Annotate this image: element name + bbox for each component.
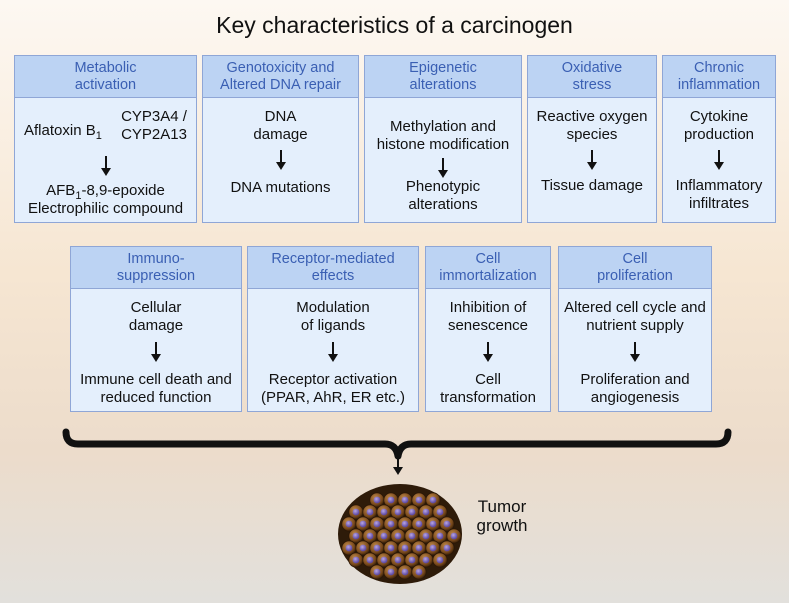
tumor-cell-nucleus [401, 520, 409, 528]
down-arrow-icon [328, 342, 338, 362]
tumor-cell-nucleus [352, 508, 360, 516]
tumor-cell-nucleus [373, 568, 381, 576]
tumor-cell-nucleus [366, 532, 374, 540]
tumor-cell-nucleus [366, 556, 374, 564]
tumor-cell-nucleus [352, 556, 360, 564]
tumor-cell-nucleus [352, 532, 360, 540]
tumor-cell-nucleus [415, 496, 423, 504]
tumor-cell-nucleus [401, 496, 409, 504]
tumor-cell-nucleus [373, 496, 381, 504]
tumor-cell-nucleus [366, 508, 374, 516]
tumor-cell-nucleus [359, 544, 367, 552]
tumor-cell-nucleus [415, 568, 423, 576]
figure-title: Key characteristics of a carcinogen [216, 12, 573, 38]
tumor-cell-nucleus [345, 520, 353, 528]
card-header: Chronic inflammation [663, 56, 775, 98]
tumor-cell-nucleus [401, 544, 409, 552]
cause-label: Methylation and histone modification [376, 118, 510, 153]
tumor-cell-nucleus [373, 520, 381, 528]
tumor-cell-nucleus [380, 556, 388, 564]
card-header: Oxidative stress [528, 56, 656, 98]
down-arrow-icon [151, 342, 161, 362]
tumor-cell-nucleus [436, 556, 444, 564]
tumor-cell-nucleus [380, 532, 388, 540]
cause-label: Reactive oxygen species [536, 108, 648, 143]
down-arrow-icon [275, 150, 286, 170]
effect-label: Tissue damage [541, 177, 643, 194]
tumor-cell-nucleus [450, 532, 458, 540]
tumor-cell-nucleus [408, 508, 416, 516]
tumor-cell-nucleus [436, 532, 444, 540]
card-oxidative-stress: Oxidative stress Reactive oxygen species… [527, 55, 657, 223]
tumor-cell-nucleus [429, 520, 437, 528]
tumor-cell-nucleus [436, 508, 444, 516]
card-chronic-inflammation: Chronic inflammation Cytokine production… [662, 55, 776, 223]
tumor-cell-nucleus [415, 544, 423, 552]
tumor-cell-nucleus [443, 520, 451, 528]
down-arrow-icon [438, 158, 448, 178]
tumor-cell-nucleus [422, 508, 430, 516]
card-header: Receptor-mediated effects [248, 247, 418, 289]
card-cell-proliferation: Cell proliferation Altered cell cycle an… [558, 246, 712, 412]
tumor-cell-nucleus [373, 544, 381, 552]
tumor-cell-nucleus [429, 544, 437, 552]
tumor-cell-nucleus [394, 556, 402, 564]
card-epigenetic: Epigenetic alterations Methylation and h… [364, 55, 522, 223]
card-header: Cell proliferation [559, 247, 711, 289]
enzyme-label: CYP3A4 / CYP2A13 [121, 108, 187, 143]
card-header: Epigenetic alterations [365, 56, 521, 98]
cause-label: Inhibition of senescence [447, 299, 529, 334]
card-metabolic-activation: Metabolic activation Aflatoxin B1 CYP3A4… [14, 55, 197, 223]
effect-label: Receptor activation (PPAR, AhR, ER etc.) [261, 371, 405, 406]
card-genotoxicity: Genotoxicity and Altered DNA repair DNA … [202, 55, 359, 223]
card-cell-immortalization: Cell immortalization Inhibition of senes… [425, 246, 551, 412]
cause-label: Modulation of ligands [296, 299, 370, 334]
tumor-cell-nucleus [443, 544, 451, 552]
card-header: Genotoxicity and Altered DNA repair [203, 56, 358, 98]
tumor-cluster-icon [338, 484, 462, 584]
tumor-cell-nucleus [380, 508, 388, 516]
effect-label: Phenotypic alterations [405, 178, 481, 213]
tumor-cell-nucleus [394, 508, 402, 516]
electrophile-label: Electrophilic compound [27, 200, 184, 217]
cause-label: Cellular damage [128, 299, 184, 334]
tumor-cell-nucleus [359, 520, 367, 528]
tumor-cell-nucleus [408, 556, 416, 564]
down-arrow-icon [714, 150, 724, 170]
down-arrow-icon [483, 342, 493, 362]
tumor-cell-nucleus [387, 568, 395, 576]
epoxide-label: AFB1-8,9-epoxide [46, 182, 165, 202]
cause-label: Altered cell cycle and nutrient supply [564, 299, 706, 334]
card-header: Immuno-suppression [71, 247, 241, 289]
tumor-cell-nucleus [387, 496, 395, 504]
effect-label: DNA mutations [230, 179, 331, 196]
tumor-cell-nucleus [345, 544, 353, 552]
down-arrow-icon [100, 156, 111, 176]
cause-label: DNA damage [253, 108, 308, 143]
tumor-cell-nucleus [422, 532, 430, 540]
effect-label: Inflammatory infiltrates [675, 177, 763, 212]
tumor-cell-nucleus [401, 568, 409, 576]
tumor-cell-nucleus [387, 544, 395, 552]
tumor-cell-nucleus [387, 520, 395, 528]
tumor-cell-nucleus [422, 556, 430, 564]
aflatoxin-label: Aflatoxin B1 [24, 122, 102, 142]
tumor-cell-nucleus [415, 520, 423, 528]
card-header: Cell immortalization [426, 247, 550, 289]
tumor-growth-label: Tumor growth [476, 497, 528, 535]
tumor-cell-nucleus [394, 532, 402, 540]
tumor-cell-nucleus [429, 496, 437, 504]
card-immunosuppression: Immuno-suppression Cellular damage Immun… [70, 246, 242, 412]
cause-label: Cytokine production [683, 108, 755, 143]
card-header: Metabolic activation [15, 56, 196, 98]
effect-label: Cell transformation [440, 371, 536, 406]
down-arrow-icon [630, 342, 640, 362]
effect-label: Proliferation and angiogenesis [580, 371, 690, 406]
down-arrow-icon [587, 150, 597, 170]
effect-label: Immune cell death and reduced function [80, 371, 232, 406]
tumor-cell-nucleus [408, 532, 416, 540]
card-receptor-mediated: Receptor-mediated effects Modulation of … [247, 246, 419, 412]
